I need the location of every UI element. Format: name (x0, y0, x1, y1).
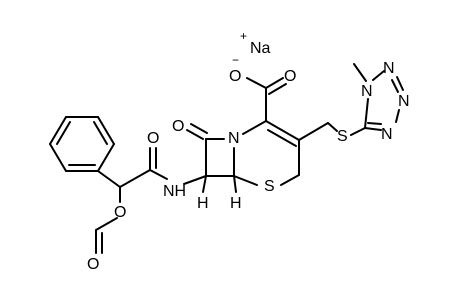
bond-ctz-n4 (364, 127, 382, 131)
bond-s-ctz (350, 127, 366, 136)
formyl-o-label: O (87, 256, 99, 273)
bond-phenyl-5 (97, 116, 115, 145)
ring-s-label: S (264, 178, 275, 195)
bond-camide-calpha (119, 169, 151, 188)
bond-c8-o-double-a (186, 129, 204, 140)
bond-o-ester-cformyl (95, 217, 118, 231)
bond-phenyl-3 (49, 116, 67, 145)
bond-phenyl-2 (49, 143, 67, 172)
amide-o-label: O (147, 130, 159, 147)
bond-n4-n3 (395, 109, 400, 123)
bond-calpha-cphenyl (97, 170, 121, 188)
h-c7-label: H (197, 195, 209, 212)
carboxylate-charge: − (232, 53, 239, 67)
h-c6-label: H (230, 195, 242, 212)
bond-phenyl-inner-2 (56, 121, 71, 145)
tetrazole-n1-label: N (361, 83, 373, 100)
bond-ch2-s (327, 122, 338, 132)
carboxylate-o-single-label: O (229, 68, 241, 85)
bond-n5-c4 (242, 120, 267, 135)
carboxylate-o-double-label: O (284, 68, 296, 85)
bond-ctz-n4-double (367, 122, 382, 125)
ring-n-label: N (228, 130, 240, 147)
bond-n3-n2-a (391, 79, 399, 93)
ester-o-label: O (114, 204, 126, 221)
bond-c6-h (233, 175, 237, 193)
tetrazole-n2-label: N (383, 60, 395, 77)
sodium-label: Na (250, 40, 271, 57)
bond-c3-ch2 (298, 122, 329, 141)
thioether-s-label: S (337, 128, 348, 145)
tetrazole-n4-label: N (381, 126, 393, 143)
amide-nh-label: NH (163, 183, 186, 200)
bond-c7-h (202, 175, 207, 193)
bonds (49, 63, 404, 254)
bond-phenyl-inner-3 (93, 121, 108, 145)
bond-n1-methyl (353, 63, 367, 82)
bond-ccarboxyl-o-double-b (268, 83, 287, 95)
tetrazole-n3-label: N (398, 93, 410, 110)
lactam-o-label: O (172, 118, 184, 135)
bond-n1-ctz (364, 98, 369, 129)
bond-nh-camide (149, 169, 168, 180)
bond-ccarboxyl-o-double-a (265, 77, 284, 89)
bond-c2-s1 (280, 174, 300, 186)
bond-n3-n2-b (396, 76, 404, 91)
bond-ccarboxyl-o-minus (246, 77, 267, 89)
bond-c4-c3-double-b (267, 129, 297, 147)
bond-s1-c6 (233, 175, 258, 186)
sodium-charge: + (240, 29, 247, 43)
bond-c7-nh (183, 175, 207, 185)
bond-c8-o-double-b (190, 123, 208, 134)
bond-phenyl-6 (97, 143, 115, 172)
bond-c4-c3-double-a (265, 120, 300, 141)
bond-n2-n1 (372, 70, 385, 81)
atom-labels: Na + O − O O N S S NH O O O H H N N N N (87, 29, 410, 273)
